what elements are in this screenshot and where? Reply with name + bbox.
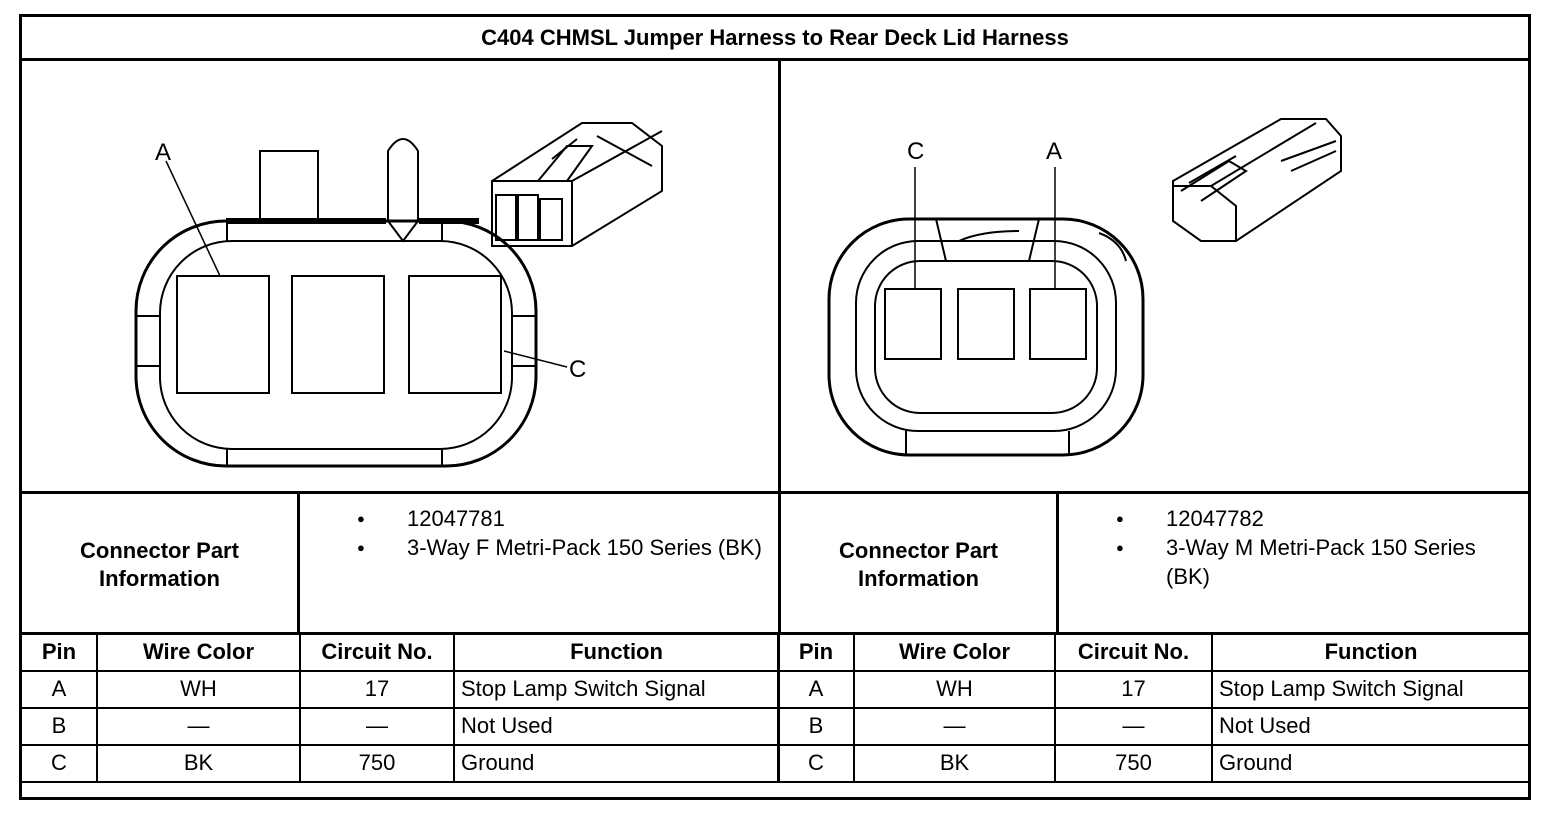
table-row: A WH 17 Stop Lamp Switch Signal <box>777 669 1531 709</box>
page-title: C404 CHMSL Jumper Harness to Rear Deck L… <box>22 17 1528 61</box>
cell-circuit-no: 17 <box>299 669 455 709</box>
cell-function: Stop Lamp Switch Signal <box>1211 669 1531 709</box>
right-connector-part-info: Connector Part Information 12047782 3-Wa… <box>778 491 1528 635</box>
header-function: Function <box>1211 632 1531 672</box>
connector-outer-shell <box>827 217 1145 457</box>
cell-pin: B <box>777 706 855 746</box>
pin-label-c: C <box>907 138 924 165</box>
cell-circuit-no: 750 <box>299 743 455 783</box>
part-description: 3-Way M Metri-Pack 150 Series (BK) <box>1059 533 1528 591</box>
table-header-row: Pin Wire Color Circuit No. Function <box>777 632 1531 672</box>
female-connector-face-drawing: A C <box>134 122 663 468</box>
cell-circuit-no: — <box>1054 706 1213 746</box>
connector-part-info-list: 12047782 3-Way M Metri-Pack 150 Series (… <box>1059 494 1528 635</box>
part-number: 12047782 <box>1059 504 1528 533</box>
header-circuit-no: Circuit No. <box>1054 632 1213 672</box>
right-connector-diagram: C A <box>778 61 1528 493</box>
table-row: B — — Not Used <box>777 706 1531 746</box>
header-circuit-no: Circuit No. <box>299 632 455 672</box>
part-description: 3-Way F Metri-Pack 150 Series (BK) <box>300 533 778 562</box>
table-row: C BK 750 Ground <box>777 743 1531 783</box>
header-wire-color: Wire Color <box>96 632 301 672</box>
connector-part-info-label: Connector Part Information <box>781 494 1059 635</box>
right-pinout-table: Pin Wire Color Circuit No. Function A WH… <box>777 632 1531 783</box>
cell-pin: C <box>777 743 855 783</box>
cavity-a <box>176 275 270 394</box>
header-function: Function <box>453 632 780 672</box>
cell-function: Ground <box>453 743 780 783</box>
cell-function: Ground <box>1211 743 1531 783</box>
table-header-row: Pin Wire Color Circuit No. Function <box>20 632 780 672</box>
cell-wire-color: — <box>96 706 301 746</box>
cell-pin: B <box>20 706 98 746</box>
table-row: A WH 17 Stop Lamp Switch Signal <box>20 669 780 709</box>
left-pinout-table: Pin Wire Color Circuit No. Function A WH… <box>20 632 780 783</box>
cell-circuit-no: 750 <box>1054 743 1213 783</box>
connector-sheet: C404 CHMSL Jumper Harness to Rear Deck L… <box>19 14 1531 800</box>
connector-part-info-label: Connector Part Information <box>22 494 300 635</box>
male-connector-isometric-icon <box>1172 118 1342 242</box>
cavity-b <box>291 275 385 394</box>
cell-function: Not Used <box>453 706 780 746</box>
leader-line-c <box>503 350 568 368</box>
pin-label-a: A <box>155 139 171 166</box>
cavity-c <box>884 288 942 360</box>
cell-wire-color: WH <box>96 669 301 709</box>
cell-wire-color: WH <box>853 669 1056 709</box>
header-pin: Pin <box>20 632 98 672</box>
cell-function: Not Used <box>1211 706 1531 746</box>
top-key-tab <box>387 138 419 221</box>
female-connector-isometric-icon <box>491 122 663 247</box>
leader-line-a <box>165 160 221 277</box>
pin-label-c: C <box>569 356 586 383</box>
male-connector-face-drawing: C A <box>827 118 1342 457</box>
header-pin: Pin <box>777 632 855 672</box>
cell-pin: C <box>20 743 98 783</box>
cell-pin: A <box>777 669 855 709</box>
header-wire-color: Wire Color <box>853 632 1056 672</box>
cell-pin: A <box>20 669 98 709</box>
table-row: B — — Not Used <box>20 706 780 746</box>
cell-wire-color: BK <box>96 743 301 783</box>
cavity-a <box>1029 288 1087 360</box>
connector-part-info-list: 12047781 3-Way F Metri-Pack 150 Series (… <box>300 494 778 635</box>
cell-wire-color: — <box>853 706 1056 746</box>
left-connector-part-info: Connector Part Information 12047781 3-Wa… <box>22 491 778 635</box>
cell-circuit-no: 17 <box>1054 669 1213 709</box>
part-number: 12047781 <box>300 504 778 533</box>
left-connector-diagram: A C <box>22 61 778 493</box>
connector-outer-shell <box>134 219 538 468</box>
cell-wire-color: BK <box>853 743 1056 783</box>
cavity-c <box>408 275 502 394</box>
cell-circuit-no: — <box>299 706 455 746</box>
top-latch-tab <box>259 150 319 222</box>
connector-inner-shell <box>159 240 513 450</box>
table-row: C BK 750 Ground <box>20 743 780 783</box>
cell-function: Stop Lamp Switch Signal <box>453 669 780 709</box>
pin-label-a: A <box>1046 138 1062 165</box>
cavity-b <box>957 288 1015 360</box>
connector-inner-shell <box>855 240 1117 432</box>
